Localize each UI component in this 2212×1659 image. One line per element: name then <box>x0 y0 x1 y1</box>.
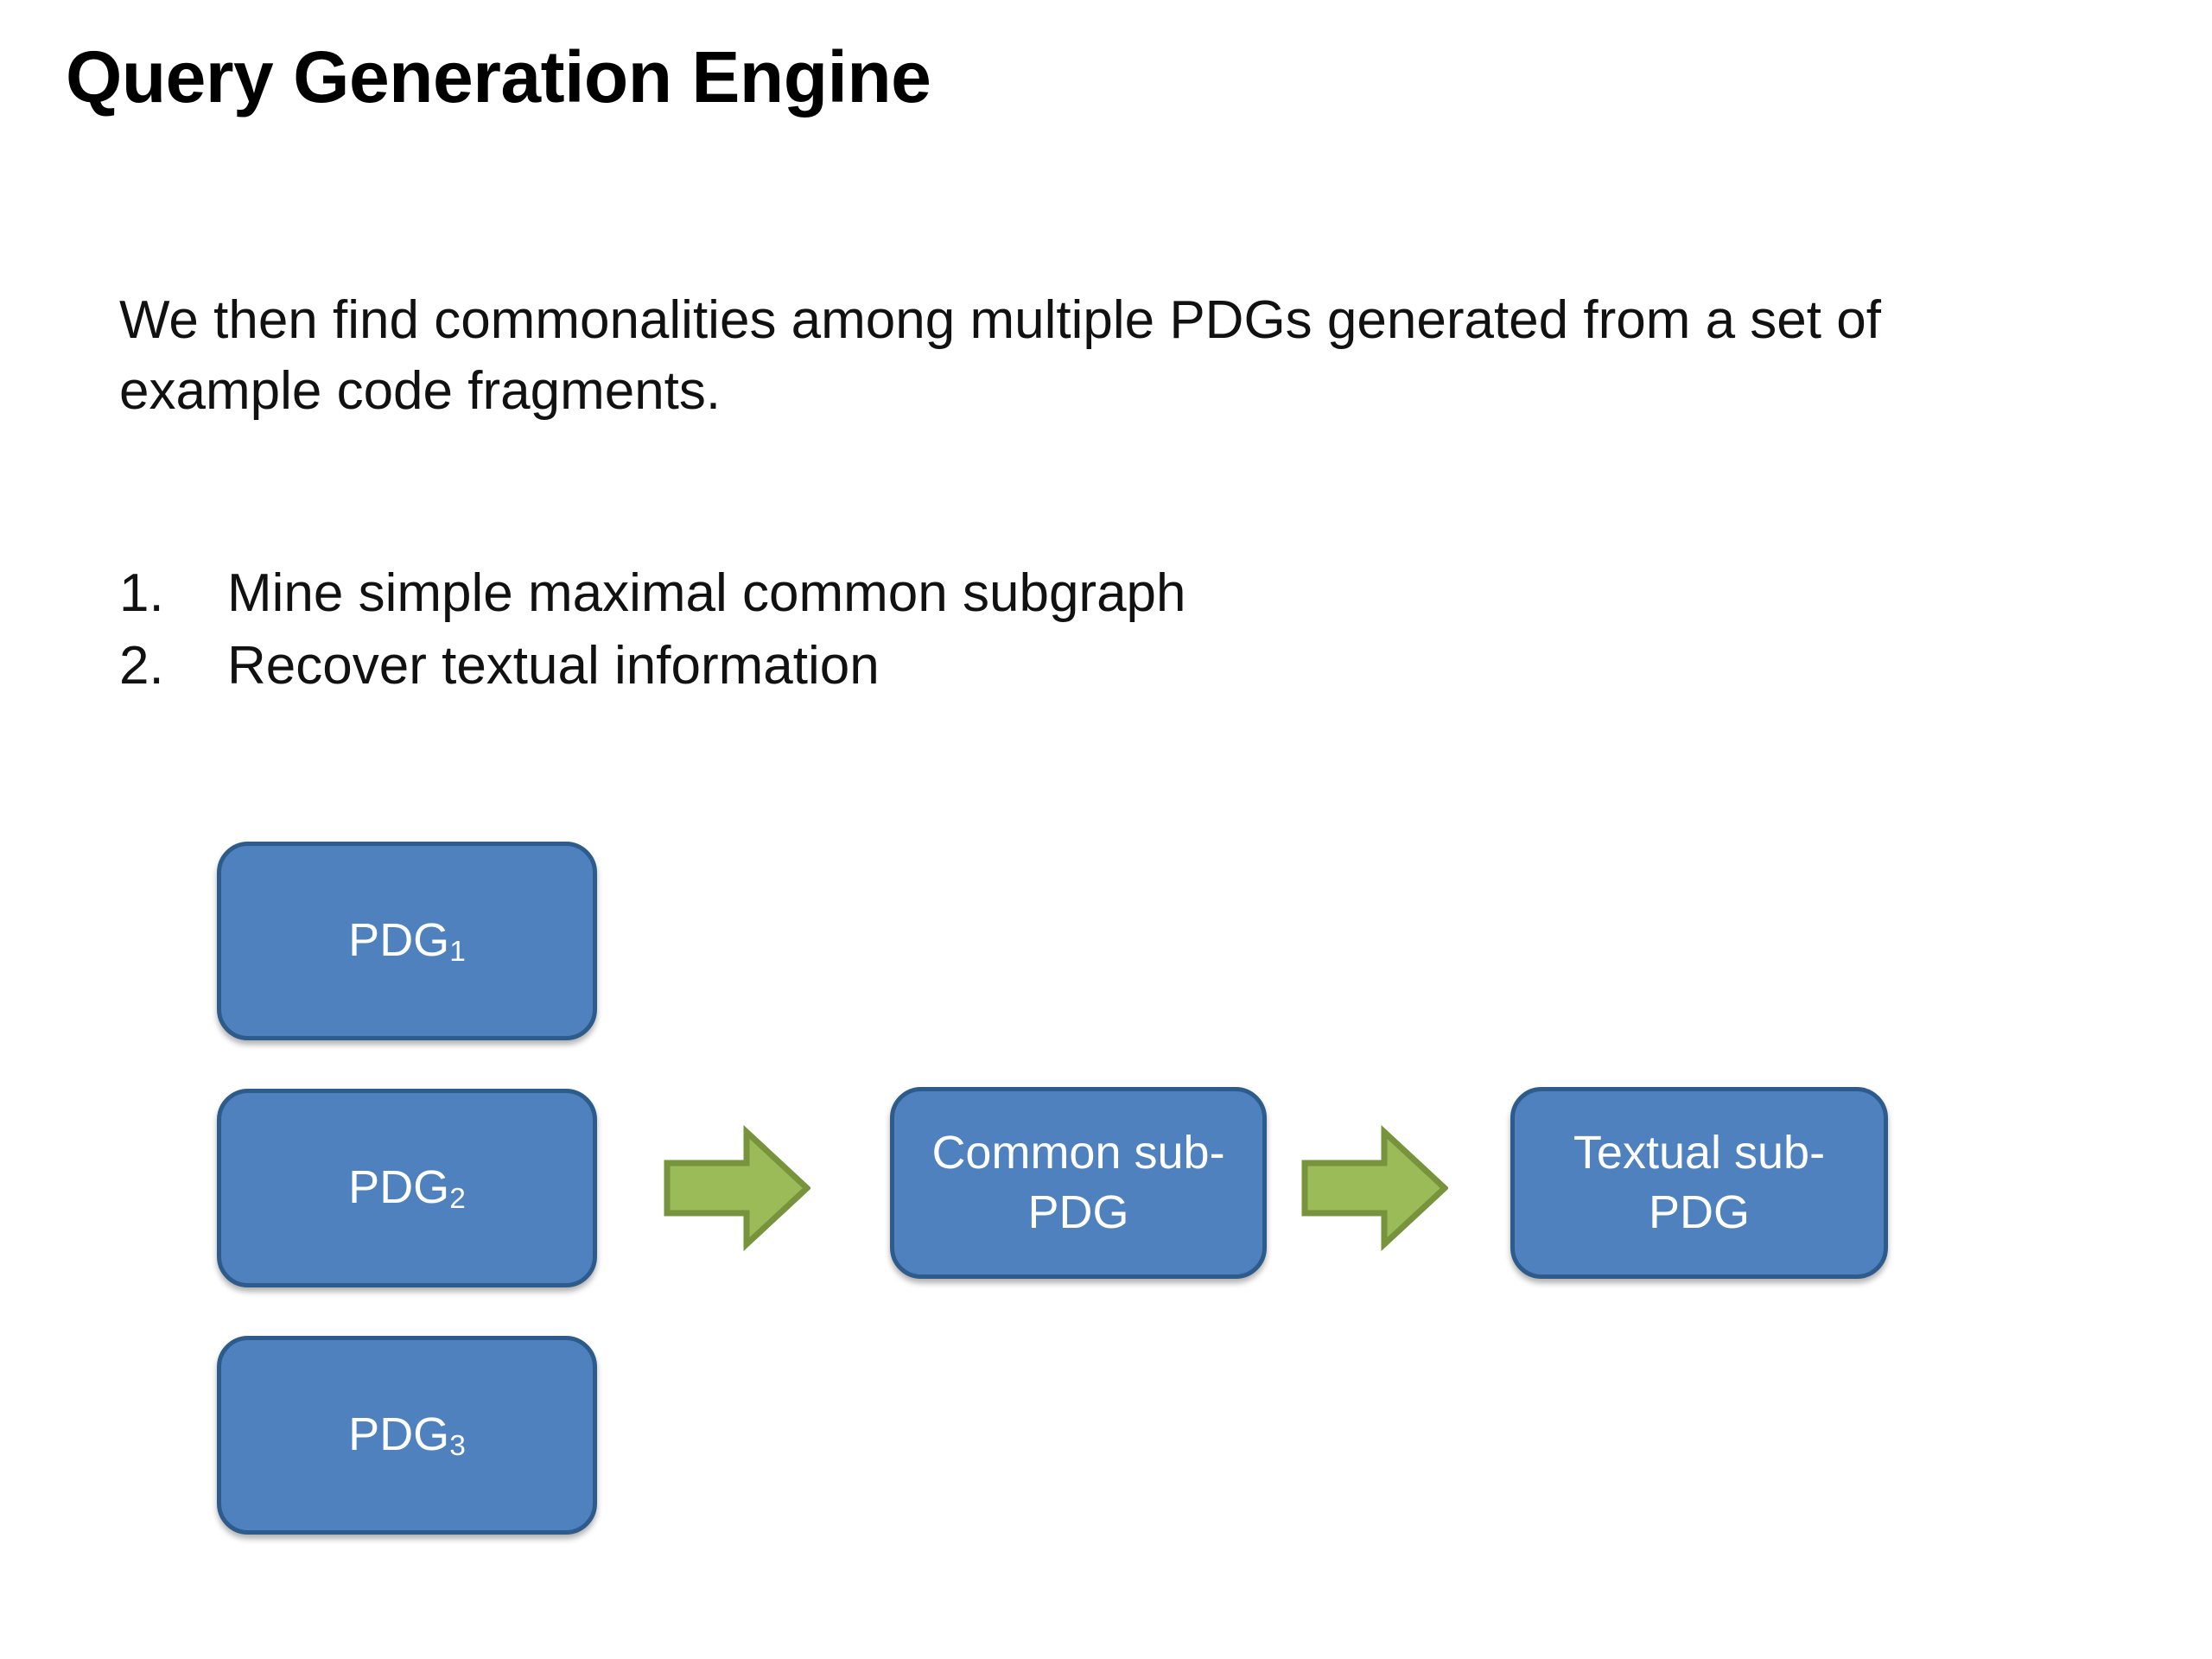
right-arrow-icon <box>664 1124 810 1252</box>
list-item-number: 1. <box>119 563 164 623</box>
page-title: Query Generation Engine <box>66 36 931 118</box>
body-paragraph: We then find commonalities among multipl… <box>119 290 1881 422</box>
list-item-label: Recover textual information <box>227 636 880 696</box>
diagram-node-pdg2-label: PDG2 <box>348 1161 466 1215</box>
diagram-node-pdg2: PDG2 <box>217 1089 597 1287</box>
subscript: 3 <box>449 1429 466 1462</box>
diagram-node-pdg3: PDG3 <box>217 1336 597 1535</box>
list-item: 1. Mine simple maximal common subgraph <box>119 557 1847 630</box>
diagram-node-common-sub-pdg: Common sub-PDG <box>890 1087 1267 1279</box>
diagram-node-textual-sub-pdg-label: Textual sub-PDG <box>1573 1126 1826 1238</box>
subscript: 1 <box>449 935 466 968</box>
right-arrow-icon <box>1301 1124 1448 1252</box>
list-item-label: Mine simple maximal common subgraph <box>227 563 1186 623</box>
diagram-node-pdg1: PDG1 <box>217 842 597 1040</box>
list-item-number: 2. <box>119 636 164 696</box>
list-item: 2. Recover textual information <box>119 630 1847 702</box>
diagram-node-pdg1-label: PDG1 <box>348 914 466 968</box>
steps-list: 1. Mine simple maximal common subgraph 2… <box>119 557 1847 703</box>
diagram-node-common-sub-pdg-label: Common sub-PDG <box>931 1126 1225 1238</box>
diagram-node-pdg3-label: PDG3 <box>348 1408 466 1462</box>
diagram-node-textual-sub-pdg: Textual sub-PDG <box>1510 1087 1888 1279</box>
subscript: 2 <box>449 1182 466 1215</box>
